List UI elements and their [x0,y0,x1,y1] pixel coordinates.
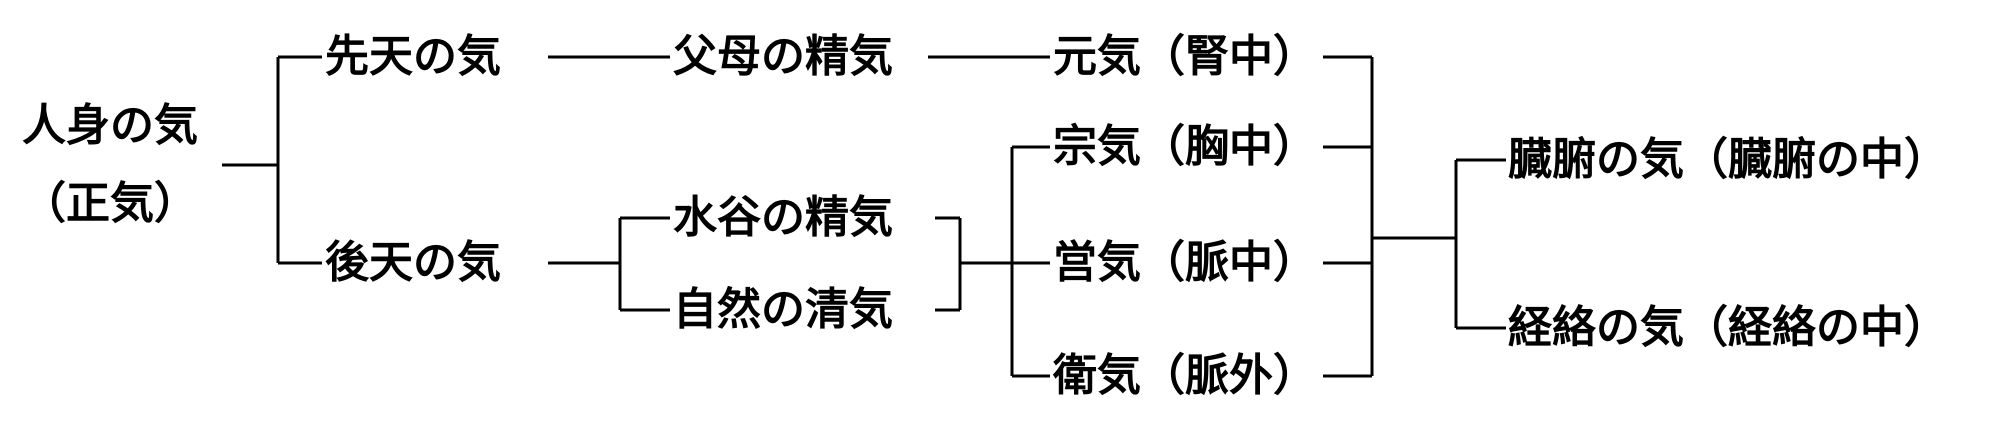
innate-qi-label: 先天の気 [325,31,501,82]
meridian-qi-label: 経絡の気（経絡の中） [1508,302,1948,353]
organ-qi-label: 臓腑の気（臓腑の中） [1508,134,1948,185]
root-label-line1: 人身の気 [22,100,198,151]
root-label-line2: （正気） [22,178,198,229]
ying-qi-label: 営気（脈中） [1053,237,1317,288]
yuan-qi-label: 元気（腎中） [1053,31,1317,82]
wei-qi-label: 衛気（脈外） [1053,350,1317,401]
zong-qi-label: 宗気（胸中） [1053,121,1317,172]
grain-essence-label: 水谷の精気 [673,192,893,243]
acquired-qi-label: 後天の気 [325,237,501,288]
natural-clear-qi-label: 自然の清気 [673,284,893,335]
parental-essence-label: 父母の精気 [673,31,893,82]
